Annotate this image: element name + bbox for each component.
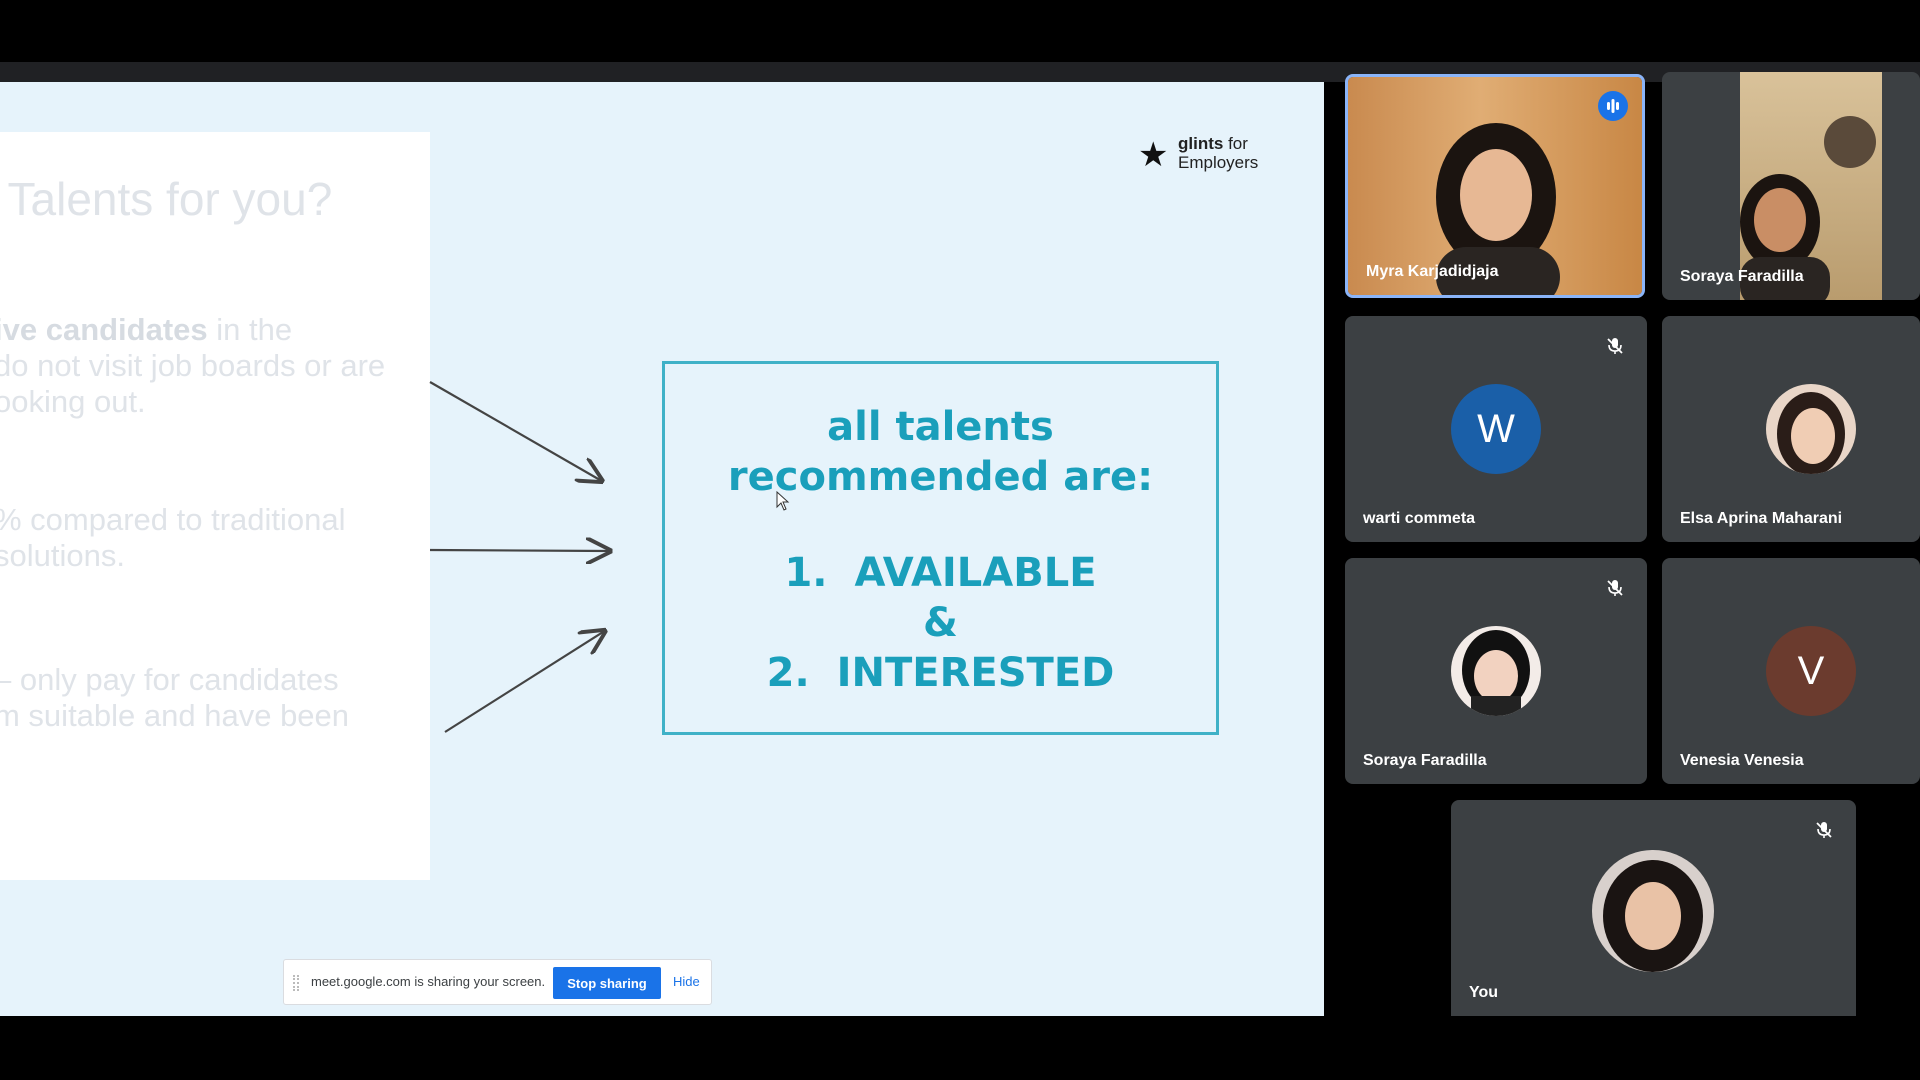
slide-ghost-line: % compared to traditional	[0, 502, 346, 537]
talents-box: all talents recommended are: 1.AVAILABLE…	[662, 361, 1219, 735]
avatar-photo-icon	[1603, 860, 1703, 972]
participant-tile-venesia[interactable]: V Venesia Venesia	[1662, 558, 1920, 784]
star-icon: ★	[1138, 136, 1169, 174]
person-video-icon	[1436, 123, 1560, 295]
slide-ghost-line: ive candidates in the	[0, 312, 293, 347]
avatar-photo-icon	[1777, 392, 1845, 474]
shared-screen-presentation: d Talents for you? ive candidates in the…	[0, 82, 1324, 1016]
participant-tile-you[interactable]: You	[1451, 800, 1856, 1016]
participant-name: Soraya Faradilla	[1680, 268, 1804, 285]
slide-ghost-line: solutions.	[0, 538, 125, 573]
slide-ghost-line: – only pay for candidates	[0, 662, 339, 697]
box-heading: all talents recommended are:	[727, 404, 1154, 500]
participant-name: warti commeta	[1363, 510, 1476, 527]
participant-name: Venesia Venesia	[1680, 752, 1804, 769]
participant-name: Soraya Faradilla	[1363, 752, 1487, 769]
slide-left-panel: d Talents for you? ive candidates in the…	[0, 132, 430, 880]
avatar-photo-icon	[1462, 630, 1530, 716]
slide-arrows	[429, 381, 640, 733]
mic-off-icon	[1607, 580, 1623, 596]
mouse-cursor-icon	[776, 491, 790, 511]
box-items: 1.AVAILABLE & 2.INTERESTED	[665, 548, 1216, 698]
participant-tile-warti[interactable]: W warti commeta	[1345, 316, 1647, 542]
mic-off-icon	[1607, 338, 1623, 354]
item-available: 1.AVAILABLE	[784, 550, 1097, 596]
drag-handle[interactable]	[293, 975, 299, 991]
participant-name: You	[1469, 984, 1499, 1001]
hide-button[interactable]: Hide	[673, 974, 700, 989]
arrow-top	[429, 381, 600, 480]
avatar: W	[1451, 384, 1541, 474]
arrow-bottom	[444, 632, 603, 733]
slide-ghost-title: d Talents for you?	[0, 173, 333, 225]
window-bottom-bar	[0, 1016, 1920, 1080]
avatar: V	[1766, 626, 1856, 716]
slide-ghost-line: do not visit job boards or are	[0, 348, 386, 383]
avatar	[1766, 384, 1856, 474]
speaking-indicator-icon	[1598, 91, 1628, 121]
avatar	[1451, 626, 1541, 716]
participant-tile-soraya-2[interactable]: Soraya Faradilla	[1345, 558, 1647, 784]
stop-sharing-button[interactable]: Stop sharing	[553, 967, 661, 999]
avatar	[1592, 850, 1714, 972]
participant-name: Myra Karjadidjaja	[1366, 263, 1499, 280]
arrow-middle	[429, 550, 608, 551]
item-connector: &	[923, 600, 958, 646]
participant-name: Elsa Aprina Maharani	[1680, 510, 1843, 527]
screen-share-bar: meet.google.com is sharing your screen. …	[283, 959, 712, 1005]
video-feed	[1348, 77, 1642, 295]
slide-ghost-line: ooking out.	[0, 384, 146, 419]
person-video-icon	[1740, 116, 1876, 300]
mic-off-icon	[1816, 822, 1832, 838]
participant-tile-elsa[interactable]: Elsa Aprina Maharani	[1662, 316, 1920, 542]
slide-ghost-line: m suitable and have been	[0, 698, 350, 733]
window-top-bar	[0, 0, 1920, 62]
participant-tile-myra[interactable]: Myra Karjadidjaja	[1345, 74, 1645, 298]
participant-tile-soraya[interactable]: Soraya Faradilla	[1662, 72, 1920, 300]
item-interested: 2.INTERESTED	[766, 650, 1115, 696]
video-feed	[1740, 72, 1882, 300]
share-message: meet.google.com is sharing your screen.	[311, 974, 546, 989]
